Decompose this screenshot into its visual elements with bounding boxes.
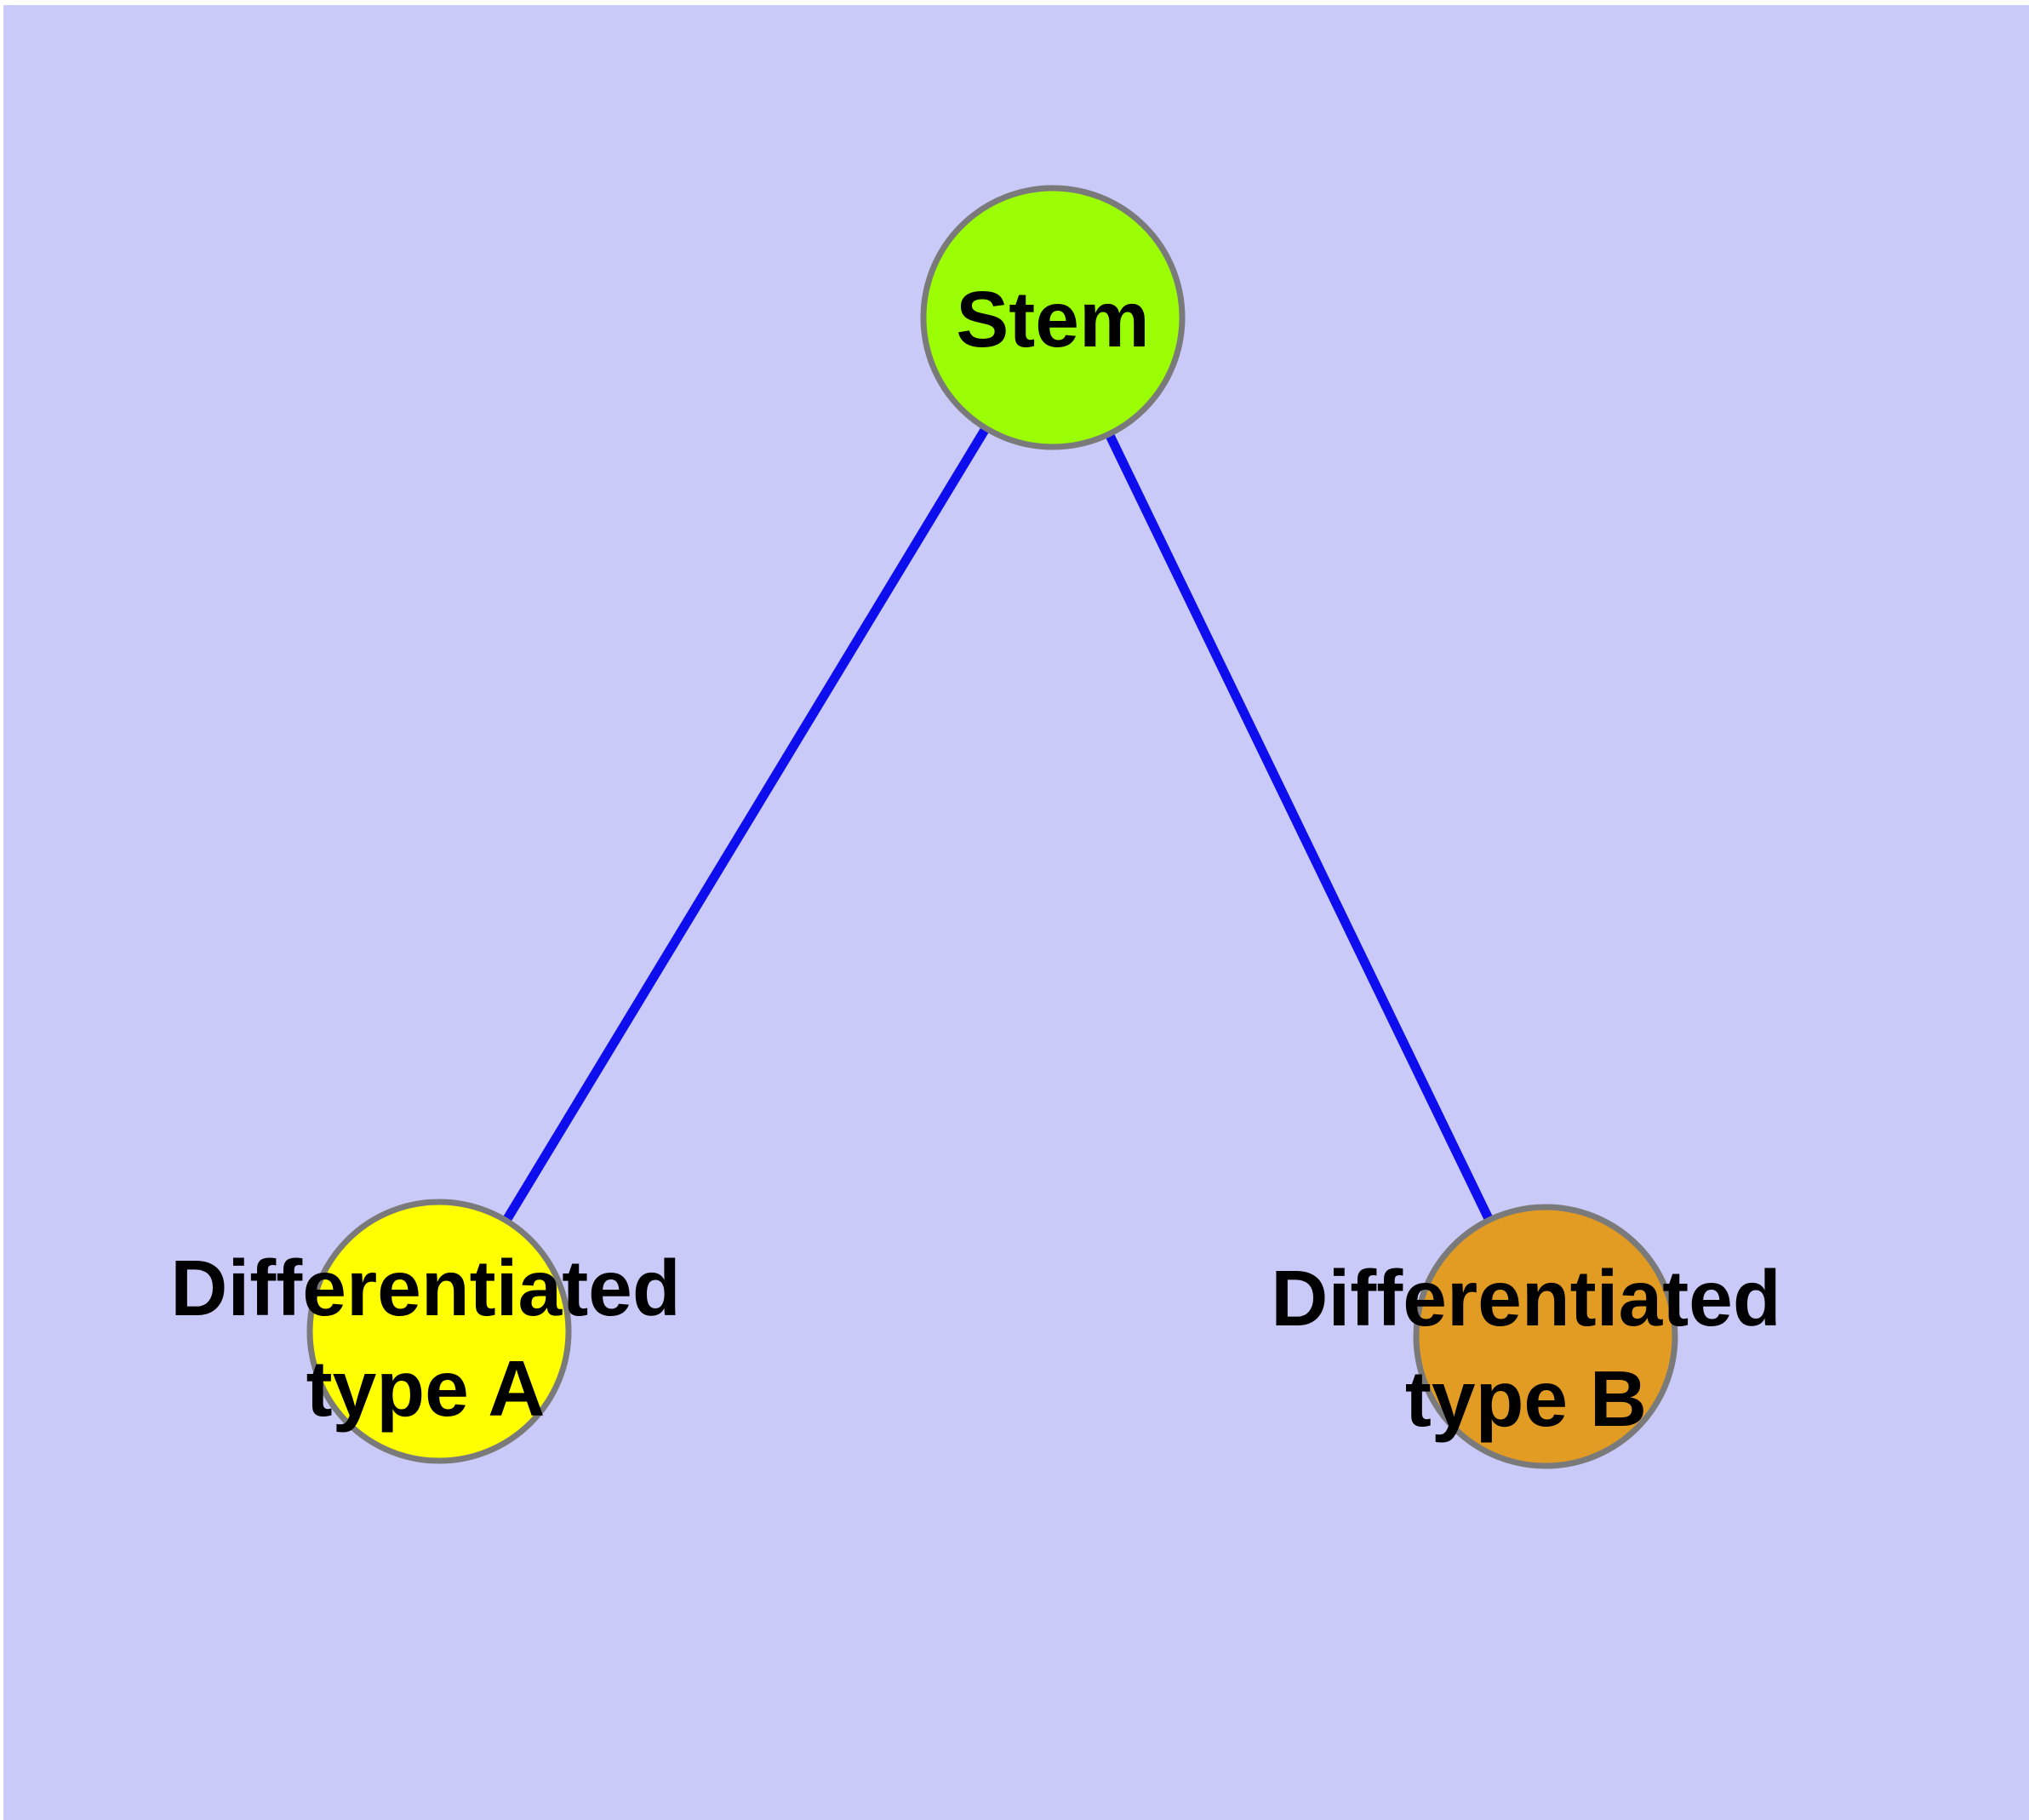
edge-stem-to-type-b [1049, 315, 1550, 1339]
edge-stem-to-type-a [435, 315, 1057, 1334]
type-b-node-label-line1: Differentiated [1271, 1254, 1780, 1342]
stem-node-label: Stem [956, 275, 1149, 363]
type-b-node-label-line2: type B [1405, 1354, 1647, 1443]
type-a-node-label-line1: Differentiated [170, 1244, 680, 1332]
type-a-node-label-line2: type A [306, 1344, 546, 1433]
type-a-node [306, 1199, 572, 1464]
type-b-node [1413, 1204, 1678, 1469]
stem-node [920, 185, 1186, 450]
